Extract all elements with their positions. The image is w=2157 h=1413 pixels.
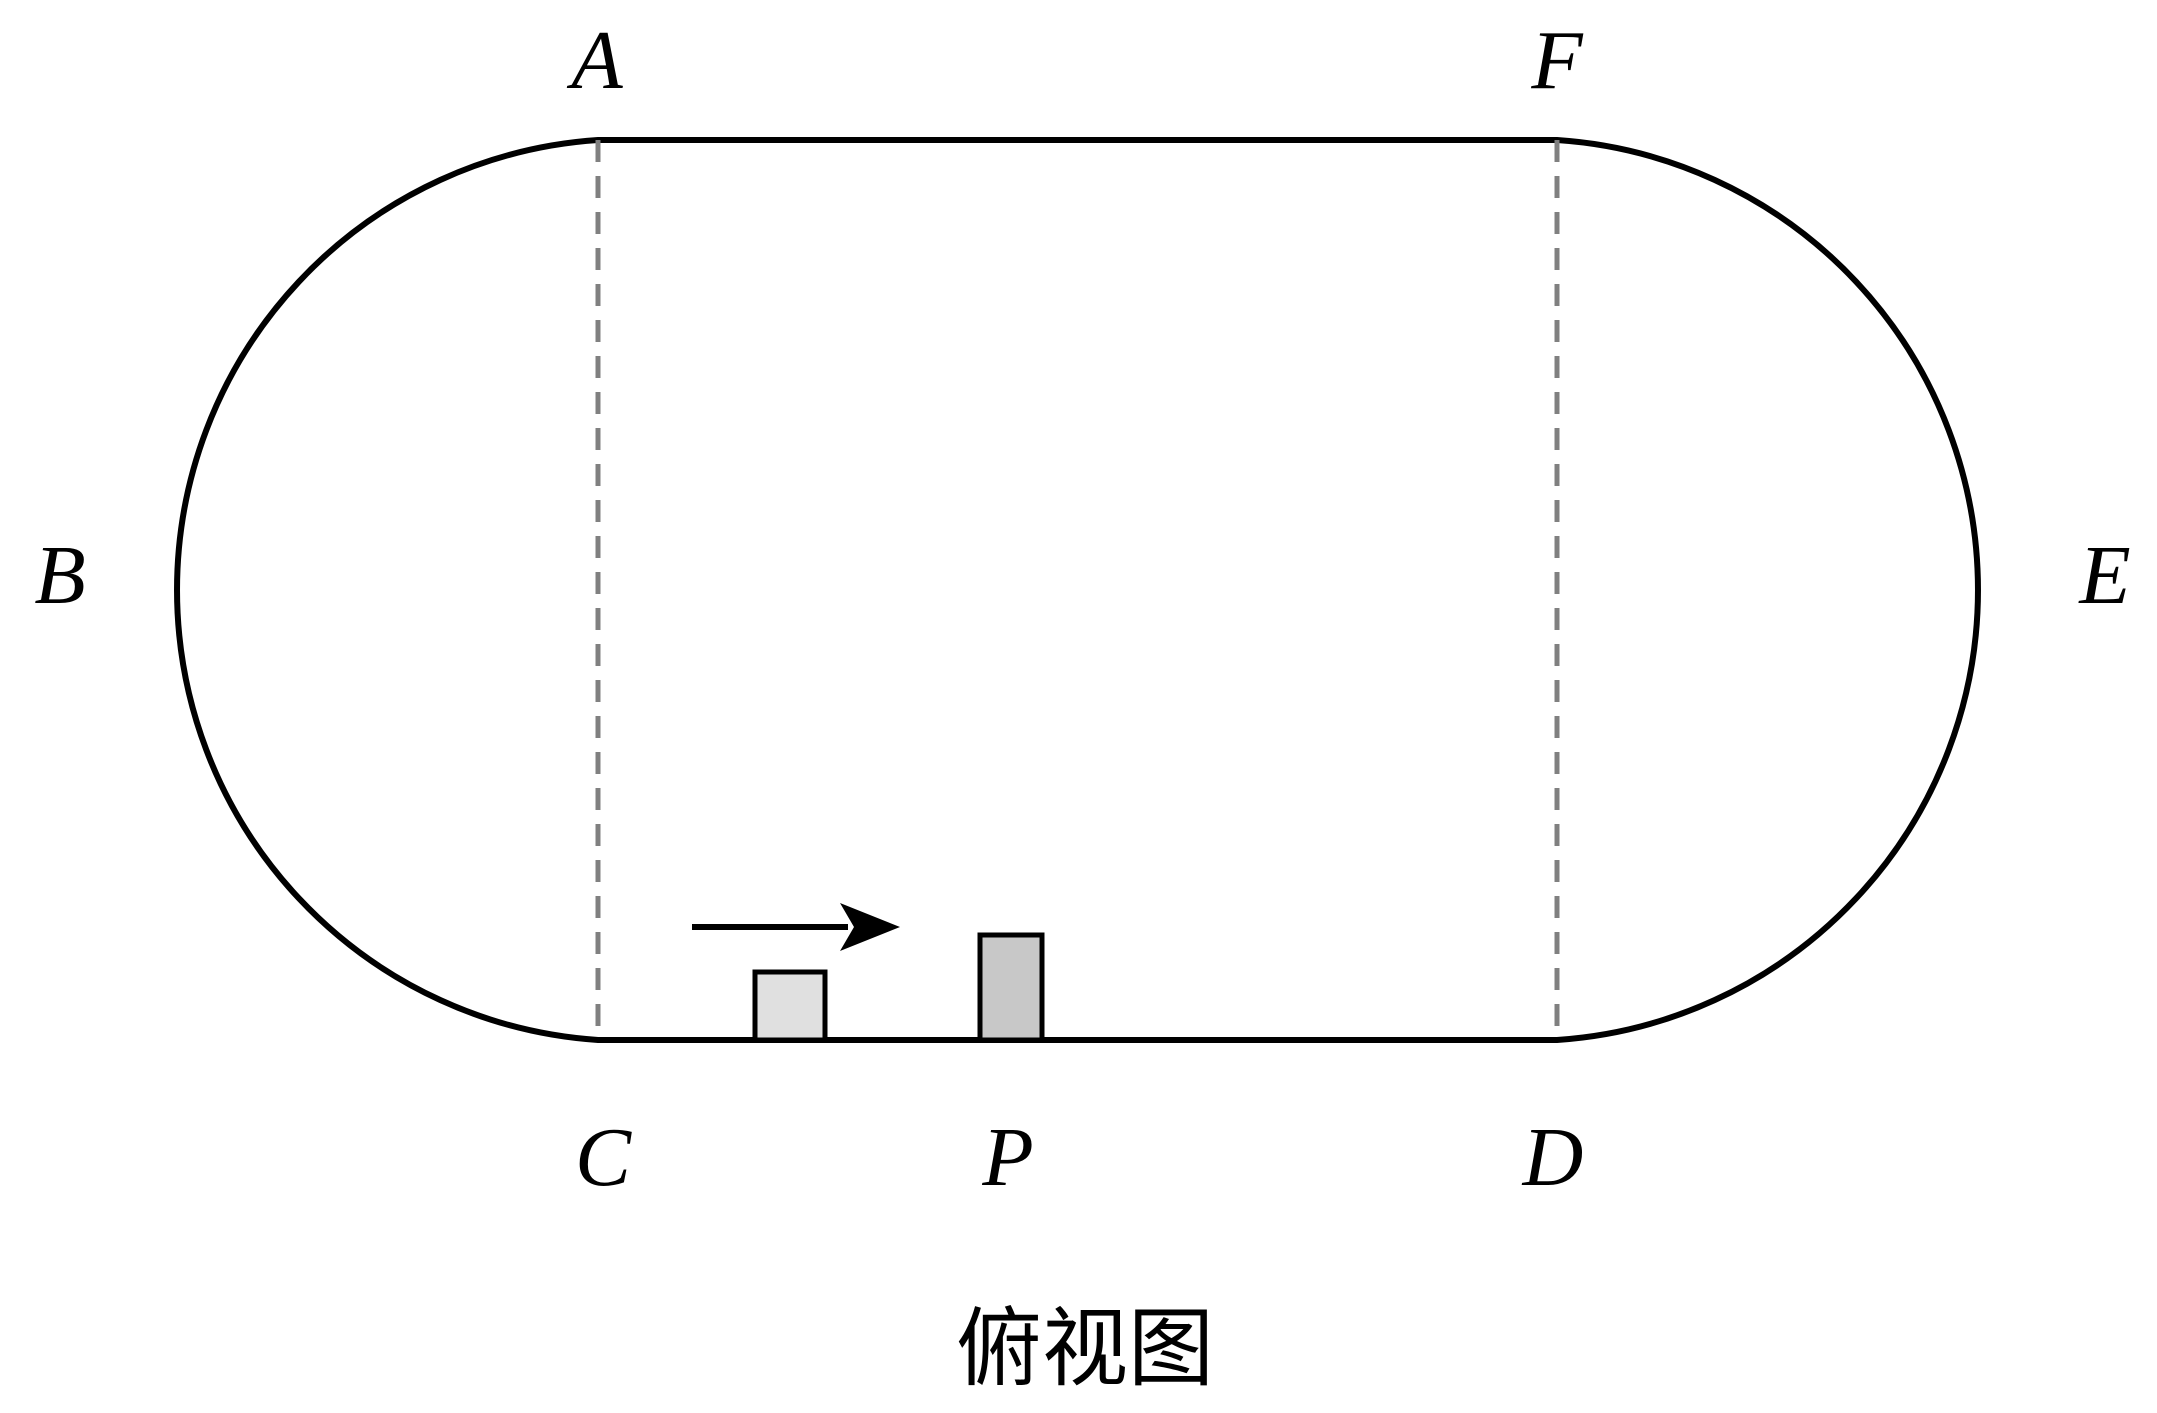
moving-block (752, 969, 828, 1043)
point-label-c: C (575, 1111, 632, 1204)
point-label-p: P (981, 1111, 1033, 1204)
velocity-arrow (692, 903, 900, 951)
point-label-b: B (34, 529, 85, 622)
point-label-a: A (566, 14, 623, 107)
block-at-p (977, 932, 1045, 1043)
point-label-e: E (2078, 529, 2130, 622)
track-outline (174, 137, 1981, 1043)
point-label-f: F (1530, 14, 1584, 107)
figure-caption: 俯视图 (956, 1299, 1214, 1399)
point-label-d: D (1522, 1111, 1584, 1204)
